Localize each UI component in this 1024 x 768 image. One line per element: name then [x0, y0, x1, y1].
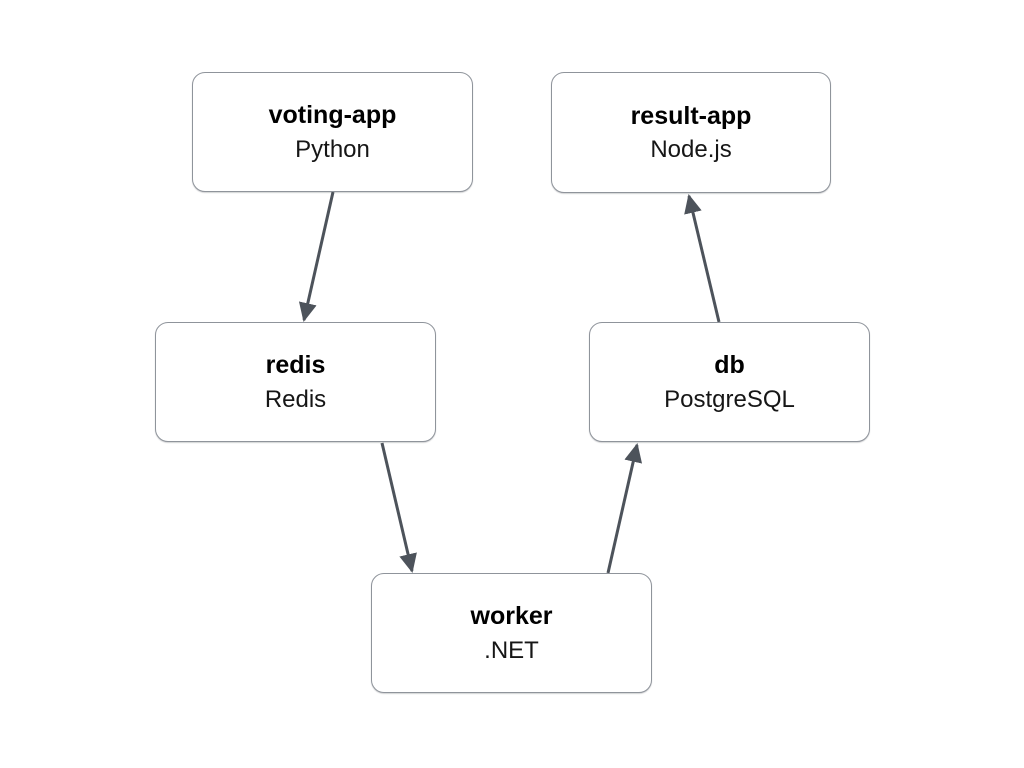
edge-redis-to-worker	[380, 442, 417, 573]
edge-worker-to-db	[606, 443, 643, 574]
node-db-title: db	[714, 351, 745, 380]
node-worker-subtitle: .NET	[484, 636, 539, 664]
node-voting-app-title: voting-app	[268, 101, 397, 130]
edge-db-to-result-app	[684, 194, 721, 323]
node-worker-title: worker	[470, 602, 553, 631]
node-redis: redis Redis	[155, 322, 436, 442]
node-redis-subtitle: Redis	[264, 385, 327, 413]
node-result-app: result-app Node.js	[551, 72, 831, 193]
node-db-subtitle: PostgreSQL	[664, 385, 795, 413]
node-redis-title: redis	[265, 351, 326, 380]
edge-voting-app-to-redis	[298, 191, 335, 322]
node-result-app-subtitle: Node.js	[650, 136, 732, 164]
node-result-app-title: result-app	[630, 101, 752, 130]
node-worker: worker .NET	[371, 573, 652, 693]
node-voting-app: voting-app Python	[192, 72, 473, 192]
node-db: db PostgreSQL	[589, 322, 870, 442]
node-voting-app-subtitle: Python	[295, 135, 370, 163]
